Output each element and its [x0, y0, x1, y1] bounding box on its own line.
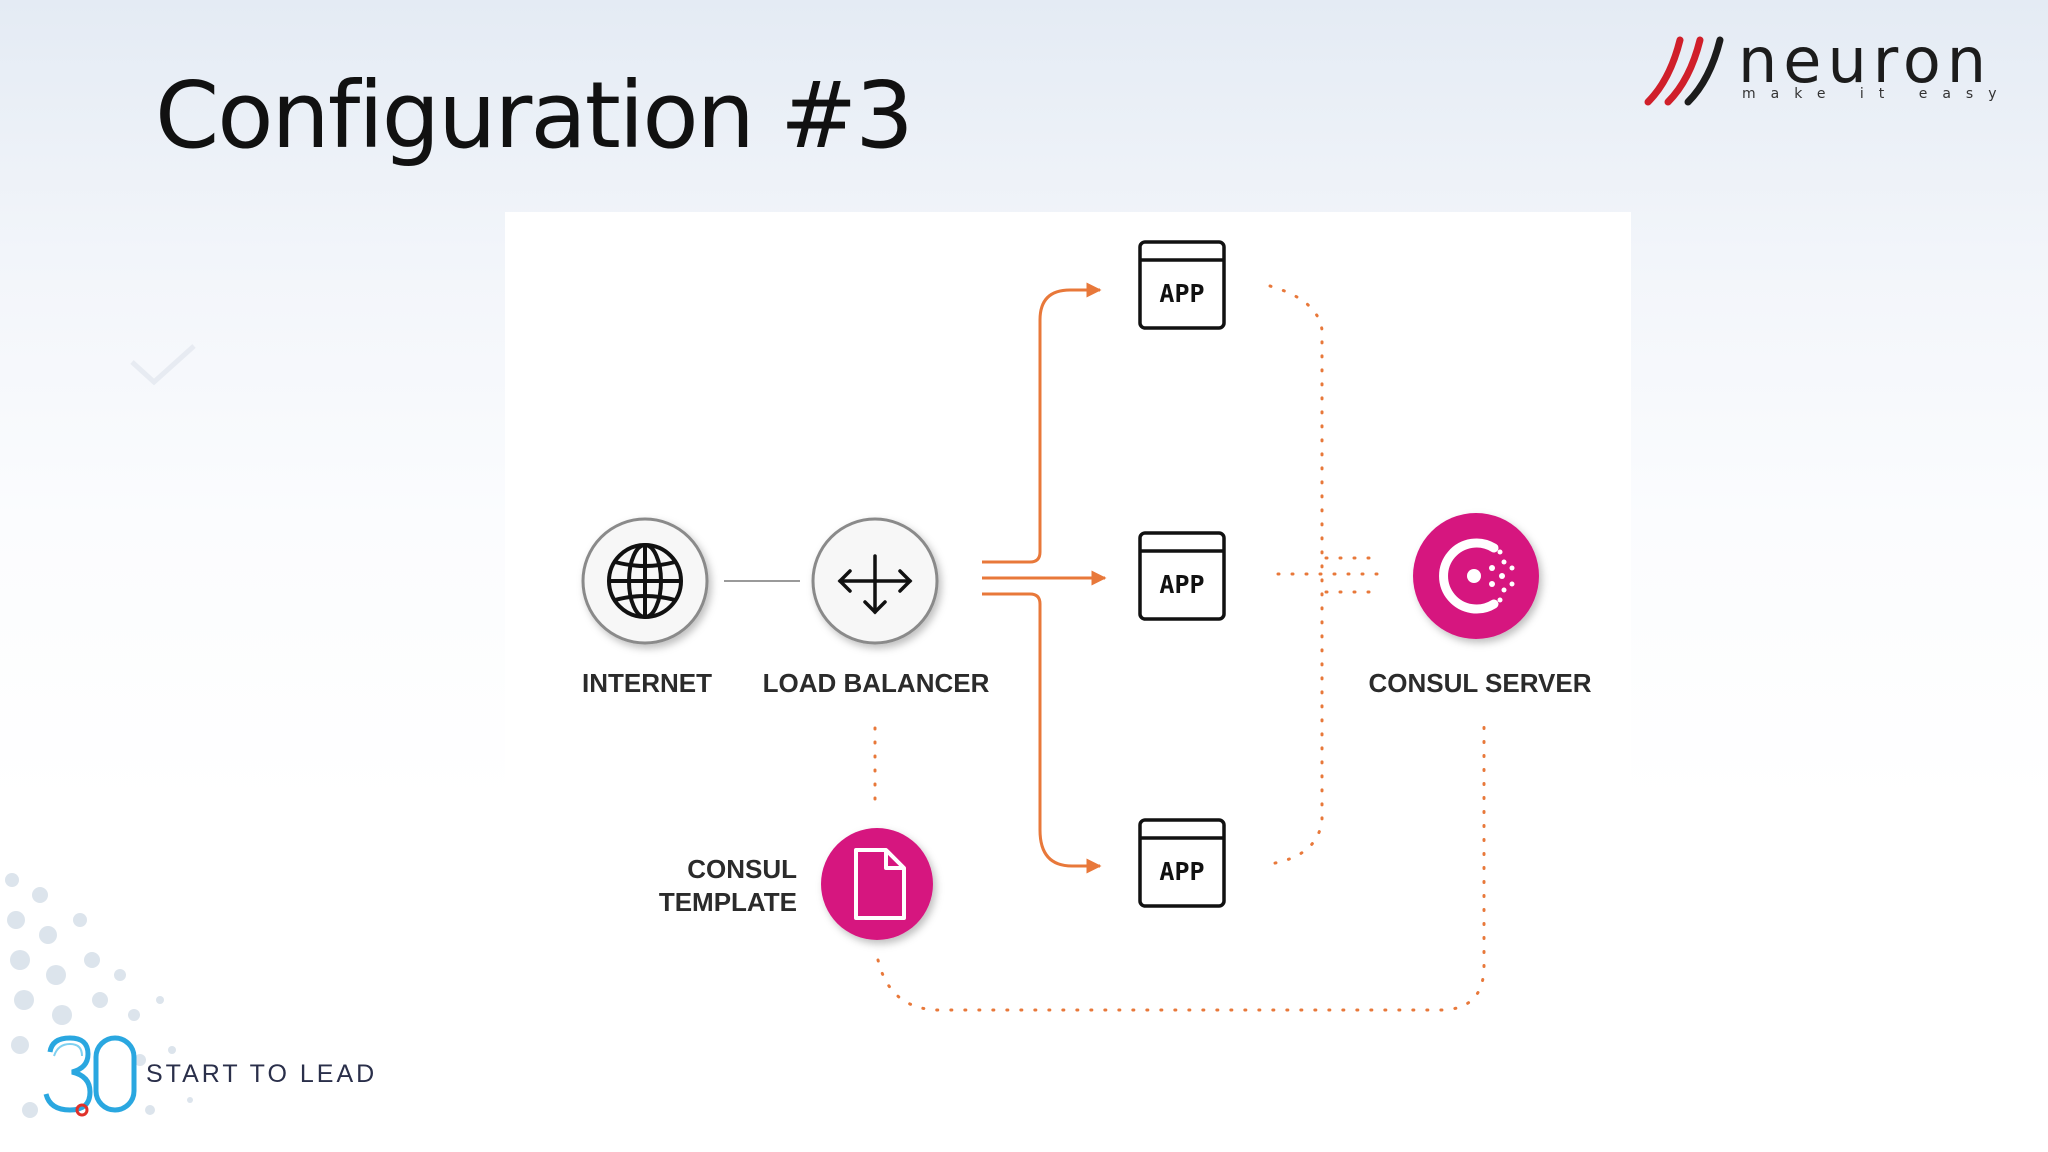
arrow-to-app-top — [982, 282, 1102, 564]
load-balancer-node — [811, 517, 939, 645]
consul-logo-icon — [1439, 538, 1515, 614]
apps-to-consul-dotted — [1268, 284, 1384, 866]
app-bottom-label: APP — [1159, 857, 1204, 886]
neuron-logo: neuron make it easy — [1640, 24, 2012, 110]
logo-wordmark: neuron — [1738, 24, 1993, 97]
consul-server-label: CONSUL SERVER — [1369, 668, 1592, 698]
four-way-arrows-icon — [837, 554, 913, 615]
load-balancer-label: LOAD BALANCER — [763, 668, 990, 698]
arrow-to-app-bottom — [982, 592, 1102, 874]
dotted-template-to-consul — [876, 716, 1486, 1012]
globe-icon — [607, 543, 683, 619]
app-box-bottom: APP — [1138, 818, 1226, 908]
document-icon — [854, 848, 906, 920]
consul-template-node — [821, 828, 933, 940]
thirty-badge-icon — [43, 1035, 137, 1117]
faint-check-icon — [130, 344, 196, 386]
app-top-label: APP — [1159, 279, 1204, 308]
neuron-slash-mark-icon — [1644, 36, 1724, 106]
footer-slogan: START TO LEAD — [146, 1060, 378, 1088]
consul-server-node — [1413, 513, 1539, 639]
app-box-middle: APP — [1138, 531, 1226, 621]
consul-template-label-line2: TEMPLATE — [659, 887, 797, 917]
lb-to-apps-arrows — [982, 282, 1107, 874]
slide-title: Configuration #3 — [155, 62, 914, 169]
dotted-vertical-trunk — [1268, 284, 1324, 866]
app-box-top: APP — [1138, 240, 1226, 330]
template-dotted-links — [873, 716, 1486, 1012]
consul-template-label-line1: CONSUL — [687, 854, 797, 884]
decorative-dot-pattern — [5, 873, 193, 1118]
internet-label: INTERNET — [582, 668, 712, 698]
footer-badge: START TO LEAD — [40, 1030, 380, 1120]
internet-node — [581, 517, 709, 645]
app-middle-label: APP — [1159, 570, 1204, 599]
logo-tagline: make it easy — [1742, 86, 2012, 102]
